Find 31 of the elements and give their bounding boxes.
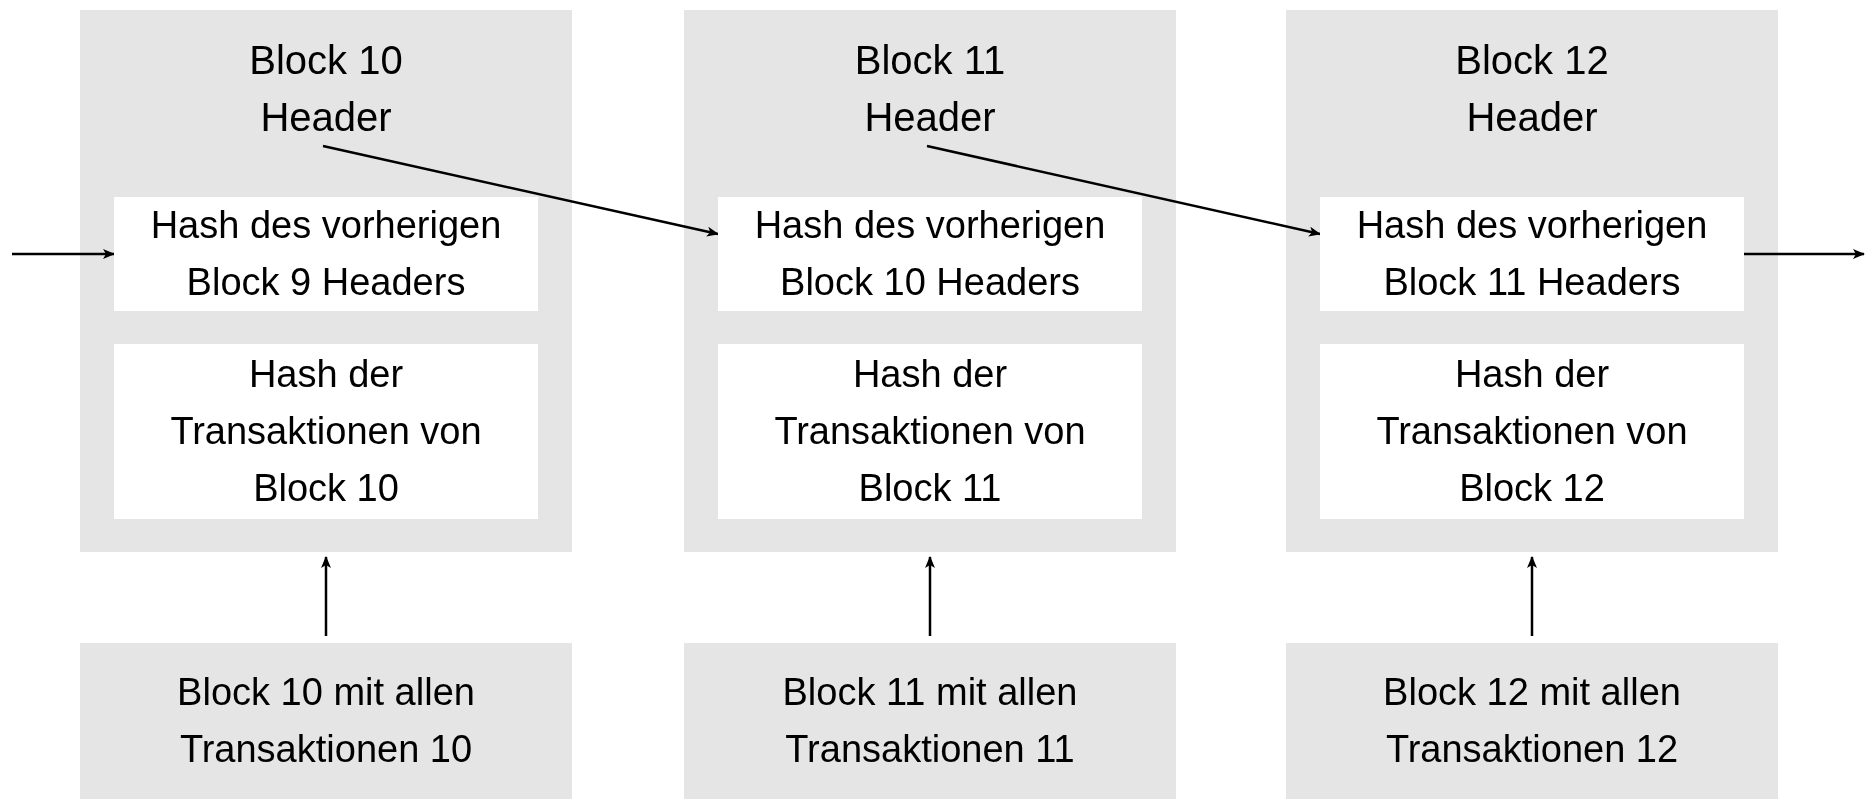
hash-field-box [1320,344,1744,519]
transactions-block-box [684,643,1176,799]
hash-field-box [1320,197,1744,311]
hash-field-box [718,344,1142,519]
box-text: Hash der Transaktionen von Block 12 [1375,352,1689,511]
box-text: Block 10 mit allen Transaktionen 10 [176,670,476,772]
block-panel [80,10,572,552]
block-header-title: Block 11 Header [853,37,1007,141]
box-text: Hash der Transaktionen von Block 11 [773,352,1087,511]
block-panel [1286,10,1778,552]
arrow [12,249,115,259]
box-text: Hash des vorherigen Block 10 Headers [753,203,1107,305]
arrow [925,556,935,636]
hash-field-box [718,197,1142,311]
box-text: Hash des vorherigen Block 11 Headers [1355,203,1709,305]
transactions-block-box [80,643,572,799]
arrow [321,556,331,636]
box-text: Hash der Transaktionen von Block 10 [169,352,483,511]
arrow [926,144,1321,237]
block-panel [684,10,1176,552]
box-text: Block 11 mit allen Transaktionen 11 [781,670,1079,772]
arrow [1527,556,1537,636]
transactions-block-box [1286,643,1778,799]
box-text: Block 12 mit allen Transaktionen 12 [1382,670,1682,772]
block-header-title: Block 12 Header [1454,37,1610,141]
block-header-title: Block 10 Header [248,37,404,141]
arrow [322,144,719,237]
arrow [1744,249,1865,259]
box-text: Hash des vorherigen Block 9 Headers [149,203,503,305]
hash-field-box [114,344,538,519]
hash-field-box [114,197,538,311]
